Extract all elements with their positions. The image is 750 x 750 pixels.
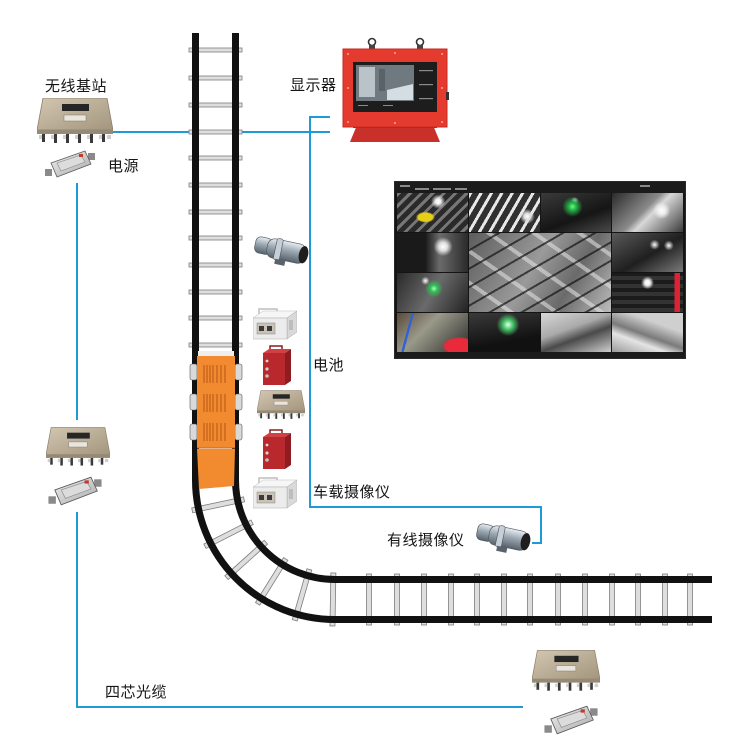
video-wall-toolbar xyxy=(395,182,685,193)
wireless-base-station-icon xyxy=(46,427,110,467)
sleeper xyxy=(203,519,254,550)
sleeper xyxy=(188,102,243,108)
camera-feed[interactable] xyxy=(397,313,468,352)
inner-rail xyxy=(232,33,712,583)
camera-feed[interactable] xyxy=(612,233,683,272)
sleeper xyxy=(188,129,243,135)
cable-network xyxy=(76,116,542,708)
track-sleepers-horizontal xyxy=(366,573,693,626)
track-sleepers-curve xyxy=(191,496,337,627)
camera-feed[interactable] xyxy=(397,273,468,312)
sleeper xyxy=(188,47,243,53)
sleeper xyxy=(366,573,372,626)
label-battery: 电池 xyxy=(313,356,345,374)
train-cab xyxy=(197,449,235,489)
wireless-base-station-icon xyxy=(532,650,600,692)
camera-feed[interactable] xyxy=(397,233,468,272)
camera-feed[interactable] xyxy=(612,193,683,232)
outer-rail xyxy=(192,33,712,623)
toolbar-glyph xyxy=(415,188,429,190)
wired-camera-icon xyxy=(474,521,532,556)
sleeper xyxy=(421,573,427,626)
camera-feed-grid xyxy=(397,193,683,352)
toolbar-glyph xyxy=(433,188,451,190)
sleeper xyxy=(474,573,480,626)
sleeper xyxy=(188,289,243,295)
label-fiber-cable: 四芯光缆 xyxy=(105,683,168,701)
sleeper xyxy=(527,573,533,626)
sleeper xyxy=(662,573,668,626)
sleeper xyxy=(555,573,561,626)
wireless-base-station-icon xyxy=(37,98,113,144)
sleeper xyxy=(609,573,615,626)
toolbar-glyph xyxy=(455,188,467,190)
battery-icon xyxy=(263,345,291,385)
camera-feed[interactable] xyxy=(540,193,612,232)
camera-feed-main[interactable] xyxy=(468,233,612,312)
label-power-supply: 电源 xyxy=(108,157,140,175)
vehicle-camera-icon xyxy=(252,234,310,269)
battery-icon xyxy=(263,429,291,469)
camera-feed[interactable] xyxy=(612,313,683,352)
sleeper xyxy=(188,342,243,348)
rails xyxy=(192,33,712,623)
train-body xyxy=(197,356,235,448)
power-supply-icon xyxy=(45,150,95,178)
track-sleepers-vertical xyxy=(188,47,243,348)
sleeper xyxy=(501,573,507,626)
rail-track xyxy=(188,33,712,627)
sleeper xyxy=(188,262,243,268)
sleeper xyxy=(635,573,641,626)
sleeper xyxy=(188,315,243,321)
camera-feed[interactable] xyxy=(468,313,540,352)
junction-box-icon xyxy=(253,308,297,340)
toolbar-glyph xyxy=(400,185,410,187)
display-monitor-icon xyxy=(342,37,449,142)
junction-box-icon xyxy=(253,477,297,509)
sleeper xyxy=(329,572,337,627)
sleeper xyxy=(394,573,400,626)
power-supply-icon xyxy=(543,705,599,735)
label-wireless-base-station: 无线基站 xyxy=(45,77,108,95)
camera-feed[interactable] xyxy=(540,313,612,352)
sleeper xyxy=(188,75,243,81)
sleeper xyxy=(582,573,588,626)
sleeper xyxy=(188,235,243,241)
sleeper xyxy=(224,539,269,581)
cable-display-to-wired-camera xyxy=(309,116,542,544)
video-wall-screen xyxy=(395,182,685,358)
power-supply-icon xyxy=(48,476,102,506)
sleeper xyxy=(188,155,243,161)
video-wall-statusbar xyxy=(395,352,685,358)
label-display: 显示器 xyxy=(290,76,337,94)
sleeper xyxy=(291,568,313,622)
mine-train-icon xyxy=(189,351,243,489)
label-vehicle-camera: 车载摄像仪 xyxy=(313,483,391,501)
sleeper xyxy=(448,573,454,626)
fiber-cable-line xyxy=(76,512,523,708)
label-wired-camera: 有线摄像仪 xyxy=(387,531,465,549)
sleeper xyxy=(188,182,243,188)
camera-feed[interactable] xyxy=(397,193,468,232)
sleeper xyxy=(687,573,693,626)
toolbar-glyph xyxy=(640,185,650,187)
onboard-base-station-icon xyxy=(257,390,305,420)
sleeper xyxy=(191,496,246,514)
sleeper xyxy=(188,209,243,215)
sleeper xyxy=(254,556,289,606)
camera-feed[interactable] xyxy=(612,273,683,312)
camera-feed[interactable] xyxy=(468,193,540,232)
